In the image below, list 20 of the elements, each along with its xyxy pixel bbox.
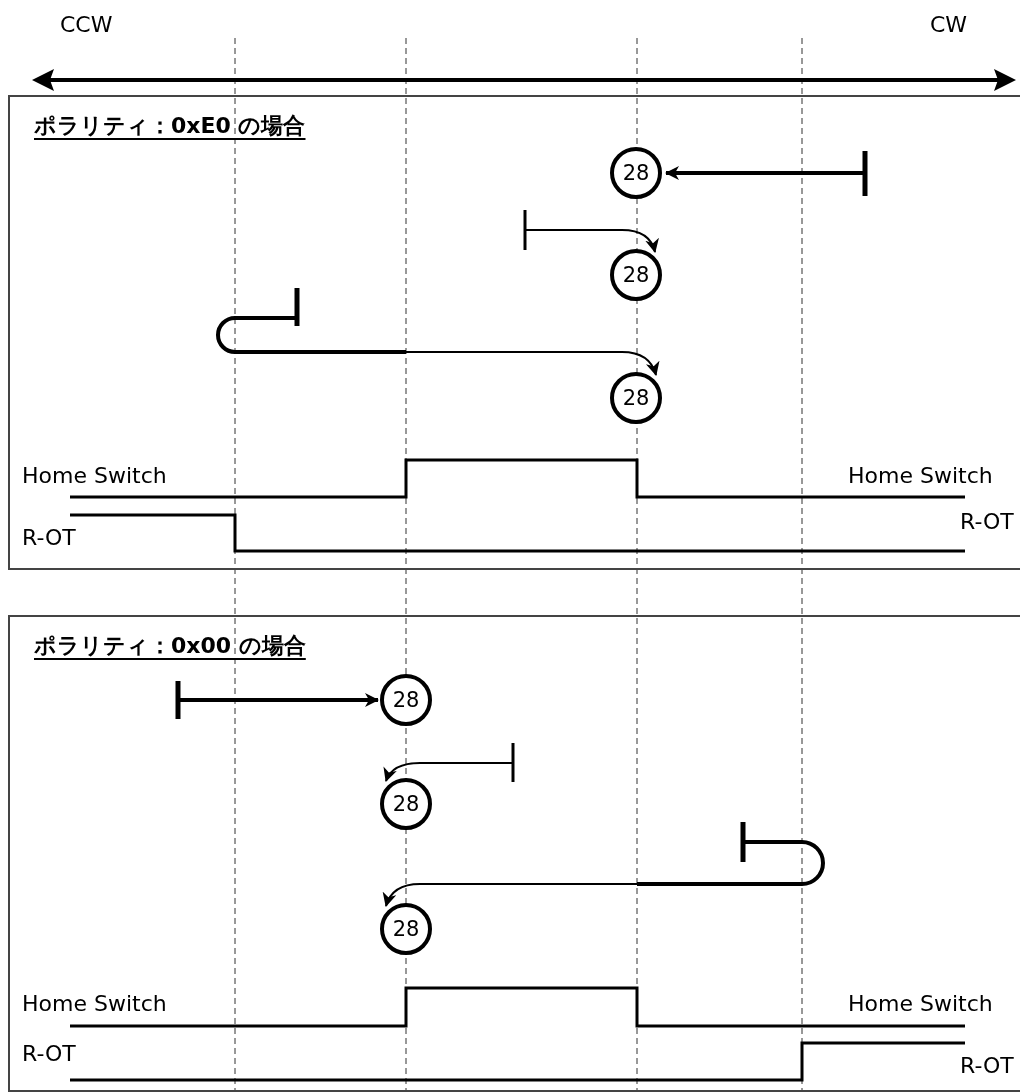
step-number-circle: 28	[610, 147, 662, 199]
signal-label: Home Switch	[848, 991, 993, 1017]
signal-label: Home Switch	[22, 991, 167, 1017]
step-number-circle: 28	[610, 249, 662, 301]
step-number-circle: 28	[380, 674, 432, 726]
panel-frame	[8, 615, 1020, 1092]
signal-label: Home Switch	[22, 463, 167, 489]
step-number-circle: 28	[380, 903, 432, 955]
signal-label: R-OT	[22, 525, 76, 551]
panel-heading: ポラリティ：0xE0 の場合	[34, 112, 306, 140]
signal-label: R-OT	[22, 1041, 76, 1067]
step-number-circle: 28	[610, 372, 662, 424]
direction-label: CW	[930, 12, 968, 38]
direction-label: CCW	[60, 12, 113, 38]
signal-label: R-OT	[960, 1053, 1014, 1079]
signal-label: R-OT	[960, 509, 1014, 535]
panel-frame	[8, 95, 1020, 570]
signal-label: Home Switch	[848, 463, 993, 489]
step-number-circle: 28	[380, 778, 432, 830]
panel-heading: ポラリティ：0x00 の場合	[34, 632, 306, 660]
